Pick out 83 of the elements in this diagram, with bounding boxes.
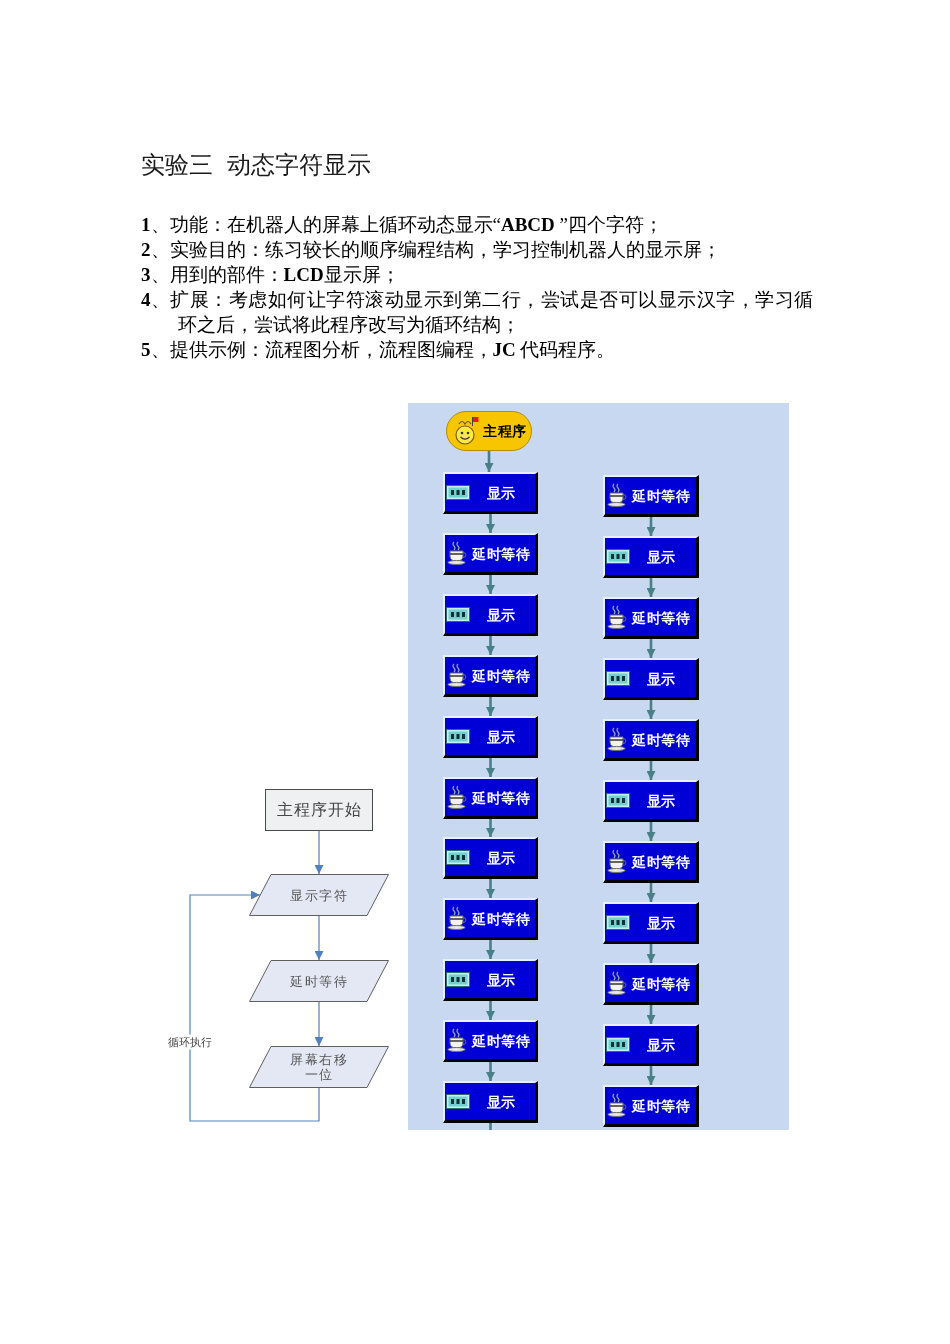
arrow [486, 1001, 495, 1020]
arrow [646, 639, 656, 658]
list-item: 2、实验目的：练习较长的顺序编程结构，学习控制机器人的显示屏； [141, 237, 721, 262]
program-block [443, 1081, 538, 1123]
io-parallelogram: 延时等待 [249, 960, 389, 1002]
list-item: 5、提供示例：流程图分析，流程图编程，JC 代码程序。 [141, 337, 616, 362]
program-block [603, 475, 699, 517]
arrow [486, 1062, 495, 1081]
block-label: 显示 [486, 606, 516, 623]
connector-line [489, 1123, 492, 1130]
program-block [603, 719, 699, 761]
io-parallelogram: 屏幕右移一位 [249, 1046, 389, 1088]
arrow [646, 578, 656, 597]
arrow [486, 697, 495, 716]
block-label: 显示 [646, 1036, 676, 1053]
program-block [603, 780, 699, 822]
block-label: 显示 [646, 914, 676, 931]
program-block [603, 902, 699, 944]
block-label: 延时等待 [632, 975, 690, 992]
block-label: 延时等待 [472, 910, 530, 927]
arrow [646, 822, 656, 841]
program-block [443, 716, 538, 758]
block-label: 显示 [646, 670, 676, 687]
arrow [646, 761, 656, 780]
block-label: 延时等待 [632, 609, 690, 626]
program-block [443, 837, 538, 879]
program-block [443, 898, 538, 940]
arrow [646, 944, 656, 963]
program-block [603, 963, 699, 1005]
arrow [314, 1001, 324, 1047]
program-block [443, 594, 538, 636]
list-item: 4、扩展：考虑如何让字符滚动显示到第二行，尝试是否可以显示汉字，学习循环之后，尝试将此程序改写为循环结构； [141, 287, 813, 337]
start-block [446, 411, 532, 451]
arrow [646, 1005, 656, 1024]
title: 实验三 动态字符显示 [141, 150, 371, 180]
arrow [646, 1066, 656, 1085]
arrow [486, 636, 495, 655]
arrow [486, 758, 495, 777]
program-block [443, 472, 538, 514]
program-block [443, 1020, 538, 1062]
arrow [486, 575, 495, 594]
arrow [646, 883, 656, 902]
arrow [486, 940, 495, 959]
block-label: 延时等待 [472, 1032, 530, 1049]
program-block [443, 655, 538, 697]
block-label: 延时等待 [472, 789, 530, 806]
block-label: 延时等待 [472, 545, 530, 562]
block-label: 显示 [486, 484, 516, 501]
arrow [314, 915, 324, 961]
program-block [603, 597, 699, 639]
process-box: 主程序开始 [265, 789, 373, 831]
arrow [484, 451, 494, 472]
list-item: 1、功能：在机器人的屏幕上循环动态显示“ABCD ”四个字符； [141, 212, 663, 237]
arrow [646, 700, 656, 719]
program-block [603, 658, 699, 700]
block-label: 延时等待 [632, 731, 690, 748]
arrow [314, 830, 324, 875]
program-block [443, 959, 538, 1001]
block-label: 显示 [486, 1093, 516, 1110]
block-label: 延时等待 [632, 853, 690, 870]
block-label: 显示 [486, 971, 516, 988]
block-label: 显示 [486, 849, 516, 866]
block-label: 显示 [646, 548, 676, 565]
arrow [486, 819, 495, 837]
arrow [486, 879, 495, 898]
block-label: 延时等待 [632, 1097, 690, 1114]
program-block [603, 1024, 699, 1066]
program-block [603, 841, 699, 883]
block-label: 显示 [646, 792, 676, 809]
block-label: 延时等待 [472, 667, 530, 684]
arrow [189, 890, 320, 1122]
arrow [646, 517, 656, 536]
program-block [603, 1085, 699, 1127]
block-label: 延时等待 [632, 487, 690, 504]
arrow [486, 514, 495, 533]
io-parallelogram: 显示字符 [249, 874, 389, 916]
program-block [603, 536, 699, 578]
list-item: 3、用到的部件：LCD显示屏； [141, 262, 400, 287]
edge-label: 循环执行 [167, 1034, 213, 1050]
block-label: 显示 [486, 728, 516, 745]
program-block [443, 533, 538, 575]
program-block [443, 777, 538, 819]
block-label: 主程序 [483, 423, 527, 439]
